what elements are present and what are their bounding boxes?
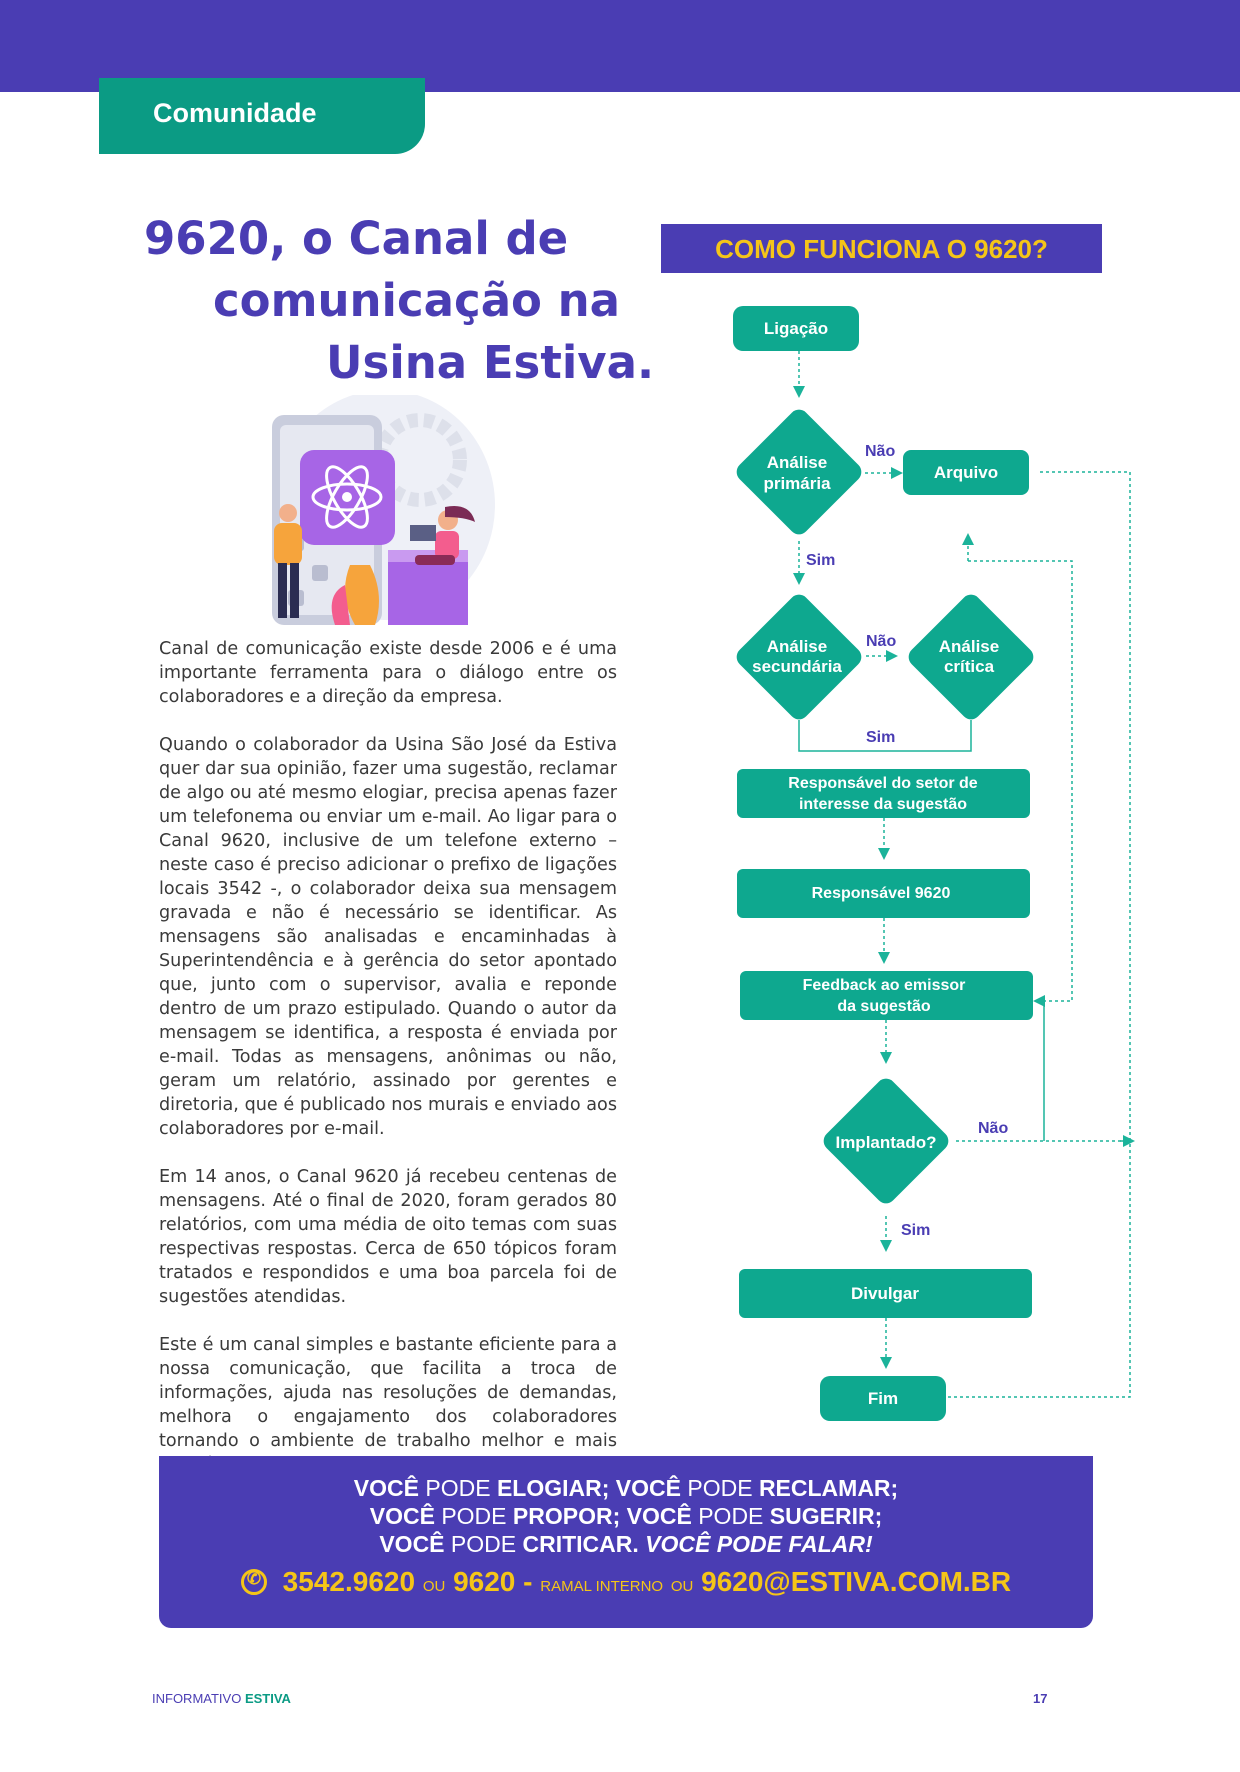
node-analise-primaria: [736, 409, 862, 535]
slogan-falar: VOCÊ PODE FALAR!: [645, 1531, 873, 1557]
node-arquivo: [903, 450, 1029, 495]
node-divulgar-label: Divulgar: [851, 1284, 919, 1303]
paragraph-3: Em 14 anos, o Canal 9620 já recebeu cent…: [159, 1167, 617, 1307]
node-analise-critica-line2: crítica: [944, 657, 995, 676]
node-feedback: [740, 971, 1033, 1020]
slogan-voce-2: VOCÊ: [615, 1475, 681, 1501]
node-ligacao-label: Ligação: [764, 319, 828, 338]
slogan-pode-5: PODE: [450, 1531, 517, 1557]
node-analise-secundaria-line2: secundária: [752, 657, 842, 676]
contact-phone: 3542.9620: [282, 1566, 416, 1597]
node-responsavel-9620: [737, 869, 1030, 918]
label-nao-1: Não: [865, 443, 895, 460]
slogan-pode-3: PODE: [441, 1503, 507, 1529]
slogan-criticar: CRITICAR.: [522, 1531, 639, 1557]
node-analise-secundaria-line1: Análise: [767, 637, 827, 656]
contact-email: 9620@ESTIVA.COM.BR: [701, 1566, 1012, 1597]
node-analise-primaria-line1: Análise: [767, 453, 827, 472]
node-implantado: [823, 1078, 949, 1204]
node-responsavel-setor-line2: interesse da sugestão: [799, 796, 967, 813]
footer-informativo: INFORMATIVO: [152, 1691, 242, 1706]
node-fim-label: Fim: [868, 1389, 898, 1408]
flow-header: COMO FUNCIONA O 9620?: [661, 224, 1102, 273]
node-analise-secundaria: [736, 594, 862, 720]
node-implantado-label: Implantado?: [835, 1133, 936, 1152]
slogan-pode-1: PODE: [425, 1475, 491, 1501]
slogan-voce-3: VOCÊ: [369, 1503, 435, 1529]
label-sim-2: Sim: [866, 729, 895, 746]
slogan-voce-1: VOCÊ: [353, 1475, 419, 1501]
node-responsavel-setor-line1: Responsável do setor de: [788, 775, 977, 792]
communication-illustration: [272, 395, 495, 625]
paragraph-1: Canal de comunicação existe desde 2006 e…: [159, 639, 617, 707]
slogan-pode-2: PODE: [687, 1475, 753, 1501]
slogan-sugerir: SUGERIR;: [769, 1503, 883, 1529]
section-label: Comunidade: [153, 98, 317, 128]
slogan-pode-4: PODE: [698, 1503, 764, 1529]
slogan-reclamar: RECLAMAR;: [758, 1475, 899, 1501]
node-responsavel-9620-label: Responsável 9620: [812, 885, 951, 902]
paragraph-4: Este é um canal simples e bastante efici…: [159, 1335, 617, 1475]
node-analise-critica: [908, 594, 1034, 720]
flow-header-text: COMO FUNCIONA O 9620?: [715, 234, 1048, 264]
top-banner: [0, 0, 1240, 92]
slogan-voce-5: VOCÊ: [379, 1531, 445, 1557]
node-analise-primaria-line2: primária: [763, 474, 831, 493]
slogan-propor: PROPOR;: [512, 1503, 621, 1529]
label-sim-1: Sim: [806, 552, 835, 569]
node-ligacao: [733, 306, 859, 351]
page-number: 17: [1033, 1691, 1048, 1706]
slogan-voce-4: VOCÊ: [626, 1503, 692, 1529]
title-line-3: Usina Estiva.: [326, 336, 655, 389]
node-arquivo-label: Arquivo: [934, 463, 998, 482]
slogan-lines: VOCÊ PODE ELOGIAR; VOCÊ PODE RECLAMAR; V…: [159, 1474, 1093, 1558]
footer-publication: INFORMATIVO ESTIVA: [152, 1691, 291, 1706]
contact-line: 3542.9620 OU 9620 - RAMAL INTERNO OU 962…: [159, 1566, 1093, 1598]
paragraph-2: Quando o colaborador da Usina São José d…: [159, 735, 617, 1139]
node-feedback-line2: da sugestão: [837, 998, 931, 1015]
slogan-box: VOCÊ PODE ELOGIAR; VOCÊ PODE RECLAMAR; V…: [159, 1456, 1093, 1628]
title-line-1: 9620, o Canal de: [144, 212, 569, 265]
node-feedback-line1: Feedback ao emissor: [803, 977, 966, 994]
label-nao-2: Não: [866, 633, 896, 650]
contact-ramal-number: 9620 -: [453, 1566, 533, 1597]
phone-icon: [240, 1569, 267, 1595]
slogan-elogiar: ELOGIAR;: [496, 1475, 610, 1501]
contact-ramal-label: RAMAL INTERNO: [540, 1578, 664, 1595]
contact-ou-2: OU: [670, 1578, 694, 1595]
node-responsavel-setor: [737, 769, 1030, 818]
footer-estiva: ESTIVA: [244, 1691, 291, 1706]
contact-ou-1: OU: [422, 1578, 446, 1595]
node-analise-critica-line1: Análise: [939, 637, 999, 656]
section-tab: Comunidade: [99, 78, 425, 154]
title-line-2: comunicação na: [213, 274, 621, 327]
label-sim-3: Sim: [901, 1222, 930, 1239]
label-nao-3: Não: [978, 1120, 1008, 1137]
node-divulgar: [739, 1269, 1032, 1318]
node-fim: [820, 1376, 946, 1421]
article-body: Canal de comunicação existe desde 2006 e…: [159, 637, 617, 1501]
